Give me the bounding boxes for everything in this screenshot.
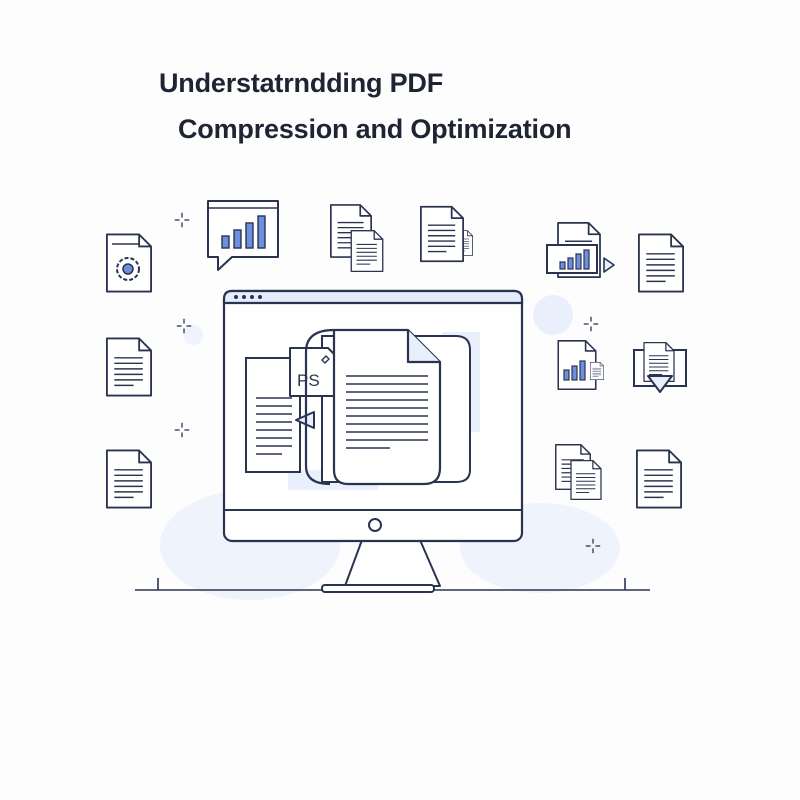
chart-document-icon (557, 340, 604, 390)
stacked-documents-icon (420, 205, 473, 263)
chat-bar-chart-icon (207, 200, 279, 271)
stacked-documents-icon (330, 204, 384, 272)
document-download-icon (633, 342, 687, 393)
title-line-2: Compression and Optimization (178, 114, 572, 144)
document-gear-icon (106, 233, 152, 293)
document-icon (106, 449, 152, 509)
title-line-1: Understatrndding PDF (159, 68, 443, 98)
document-icon (106, 337, 152, 397)
compress-chart-document-icon (546, 222, 615, 278)
overlay-label: PS (297, 371, 320, 390)
document-icon (638, 233, 684, 293)
compression-documents: PS (245, 328, 471, 486)
document-icon (636, 449, 682, 509)
stacked-documents-icon (555, 444, 602, 500)
